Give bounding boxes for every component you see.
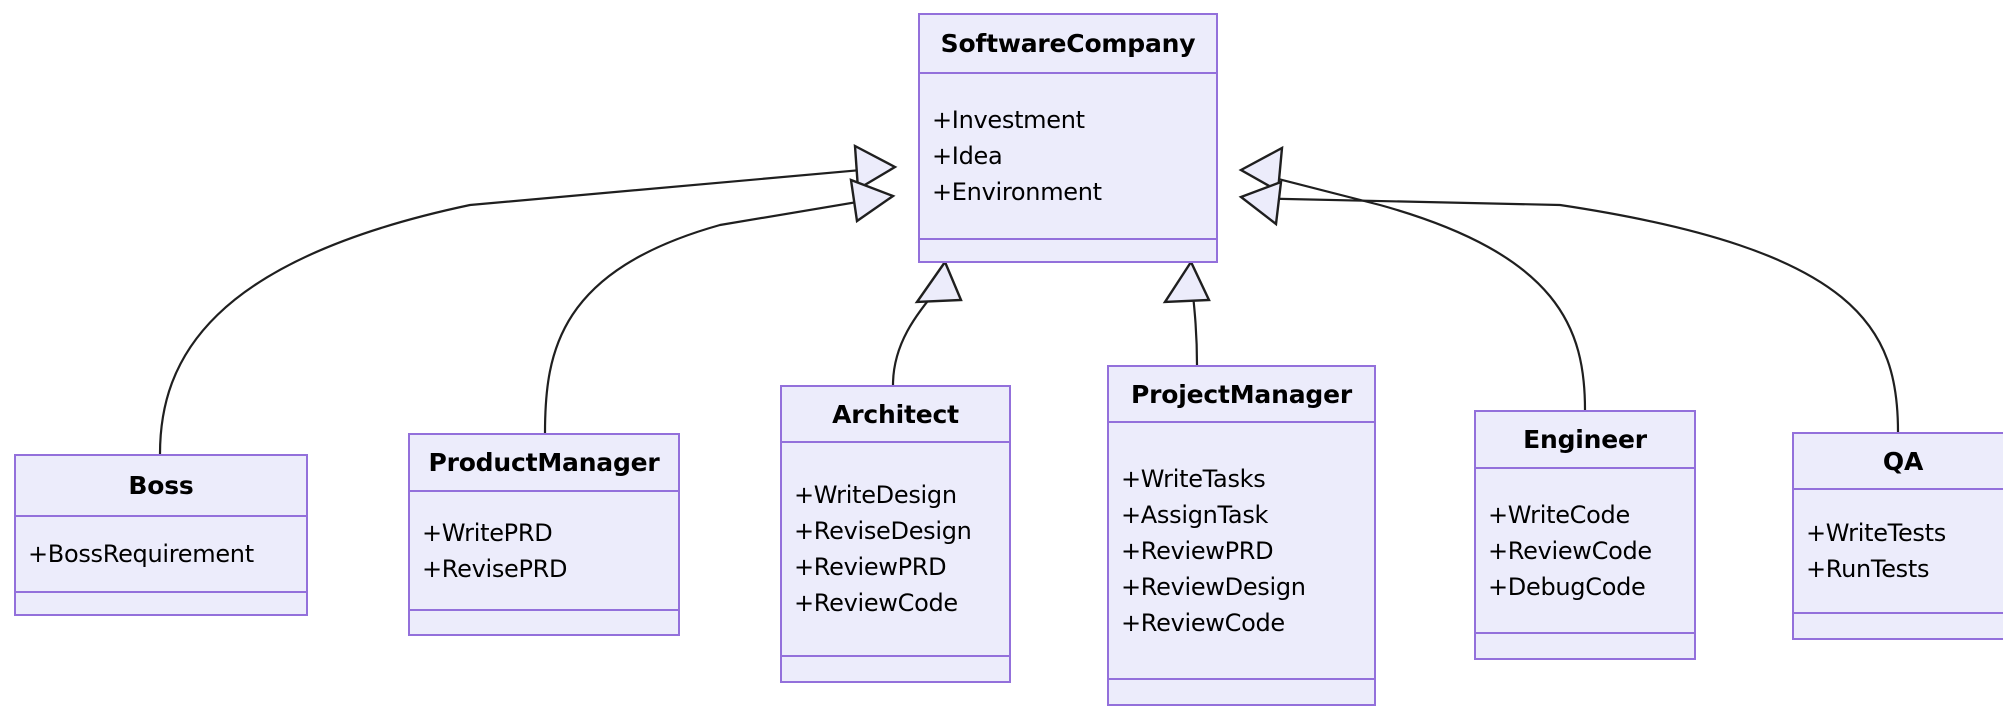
class-box-productmanager[interactable]: ProductManager +WritePRD +RevisePRD [408, 433, 680, 636]
class-methods-productmanager [410, 611, 678, 634]
edge-projectmanager-to-softwarecompany [1190, 284, 1199, 366]
class-name-projectmanager: ProjectManager [1109, 367, 1374, 423]
class-methods-architect [782, 657, 1009, 681]
generalization-arrowhead-productmanager [849, 178, 896, 224]
class-box-softwarecompany[interactable]: SoftwareCompany +Investment +Idea +Environm… [918, 13, 1218, 263]
class-attribute: +ReviewPRD [794, 553, 947, 581]
class-box-engineer[interactable]: Engineer +WriteCode +ReviewCode +DebugCode [1474, 410, 1696, 660]
class-attributes-qa: +WriteTests +RunTests [1794, 490, 2003, 614]
class-name-softwarecompany: SoftwareCompany [920, 15, 1216, 74]
class-attributes-engineer: +WriteCode +ReviewCode +DebugCode [1476, 469, 1694, 634]
generalization-arrowhead-architect [914, 259, 963, 304]
class-attribute: +Environment [932, 178, 1102, 206]
class-attributes-productmanager: +WritePRD +RevisePRD [410, 492, 678, 611]
class-attributes-softwarecompany: +Investment +Idea +Environment [920, 74, 1216, 240]
generalization-arrowhead-boss [853, 143, 898, 192]
generalization-arrowhead-projectmanager [1162, 259, 1211, 304]
class-attribute: +DebugCode [1488, 572, 1646, 601]
class-attribute: +Idea [932, 142, 1003, 170]
class-attributes-boss: +BossRequirement [16, 517, 306, 593]
class-attribute: +ReviewDesign [1121, 572, 1306, 601]
class-methods-softwarecompany [920, 240, 1216, 261]
class-attributes-architect: +WriteDesign +ReviseDesign +ReviewPRD +Revi… [782, 443, 1009, 657]
class-name-boss: Boss [16, 456, 306, 517]
class-box-qa[interactable]: QA +WriteTests +RunTests [1792, 432, 2003, 640]
class-methods-engineer [1476, 634, 1694, 658]
edge-architect-to-softwarecompany [891, 284, 942, 386]
class-methods-boss [16, 593, 306, 614]
class-methods-projectmanager [1109, 680, 1374, 704]
class-methods-qa [1794, 614, 2003, 638]
class-attribute: +Investment [932, 106, 1085, 134]
class-attribute: +WriteTasks [1121, 464, 1266, 493]
class-attribute: +WriteTests [1806, 519, 1946, 547]
class-attribute: +ReviewCode [1121, 608, 1285, 637]
class-attribute: +ReviewCode [1488, 536, 1652, 565]
class-name-architect: Architect [782, 387, 1009, 443]
class-box-architect[interactable]: Architect +WriteDesign +ReviseDesign +Revie… [780, 385, 1011, 683]
generalization-arrowhead-engineer [1238, 145, 1284, 193]
class-attributes-projectmanager: +WriteTasks +AssignTask +ReviewPRD +ReviewD… [1109, 423, 1374, 680]
class-box-projectmanager[interactable]: ProjectManager +WriteTasks +AssignTask +Rev… [1107, 365, 1376, 706]
class-name-qa: QA [1794, 434, 2003, 490]
class-name-engineer: Engineer [1476, 412, 1694, 469]
class-attribute: +WriteCode [1488, 500, 1630, 529]
class-box-boss[interactable]: Boss +BossRequirement [14, 454, 308, 616]
class-attribute: +AssignTask [1121, 500, 1269, 529]
class-attribute: +BossRequirement [28, 540, 254, 568]
generalization-arrowhead-qa [1238, 180, 1283, 227]
class-attribute: +WritePRD [422, 518, 553, 547]
class-attribute: +RevisePRD [422, 554, 568, 583]
class-name-productmanager: ProductManager [410, 435, 678, 492]
class-attribute: +ReviewPRD [1121, 536, 1274, 565]
class-attribute: +RunTests [1806, 555, 1930, 583]
class-attribute: +ReviseDesign [794, 517, 972, 545]
class-attribute: +ReviewCode [794, 589, 958, 617]
class-attribute: +WriteDesign [794, 481, 957, 509]
